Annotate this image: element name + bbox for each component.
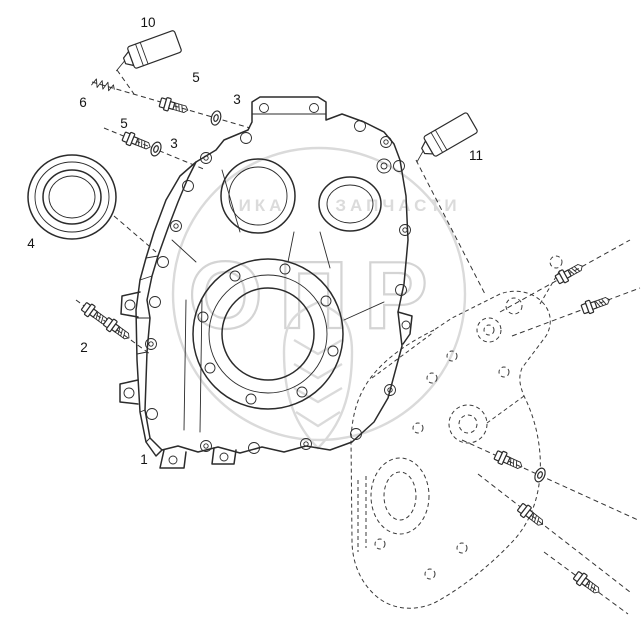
bolt-ghost-3 [492,448,526,474]
bolt-ghost-1 [553,259,586,287]
part-label-5-lower: 5 [120,116,128,131]
watermark: ИКА ЗАПЧАСТИ ОПР [171,146,467,450]
part-label-1: 1 [140,452,148,467]
part-label-4: 4 [27,236,35,251]
watermark-text-right: ЗАПЧАСТИ [335,196,460,215]
part-label-2: 2 [80,340,88,355]
bolt-ghost-5 [571,569,604,598]
perimeter-bolt-holes [145,120,411,454]
fastener-group-2 [75,299,151,355]
washer-3-lower [148,140,164,158]
bolt-5-upper [158,95,191,117]
watermark-text-left: ИКА [239,196,286,215]
timing-gear-cover [119,96,413,469]
washer-ghost [532,465,548,485]
part-labels: 10 6 5 3 5 3 4 2 1 11 [27,15,483,467]
part-label-3-upper: 3 [233,92,241,107]
ghost-fastener-leaders [461,239,641,615]
fastener-row-lower [103,127,207,171]
bolt-5-lower [120,129,154,154]
watermark-circle [171,146,467,442]
part-label-5-upper: 5 [192,70,200,85]
bolt-ghost-4 [515,501,548,530]
part-label-10: 10 [140,15,155,30]
part-label-3-lower: 3 [170,136,178,151]
ghost-mating-assembly [350,239,641,615]
part-label-11: 11 [469,148,483,163]
watermark-big-text: ОПР [188,242,444,349]
bolt-ghost-2 [579,293,613,317]
part-label-6: 6 [79,95,87,110]
washer-3-upper [208,109,224,127]
bolt-2b [101,315,134,344]
crankshaft-seal [27,154,157,253]
fastener-row-upper [90,77,251,129]
sealant-tube-10 [109,29,183,95]
